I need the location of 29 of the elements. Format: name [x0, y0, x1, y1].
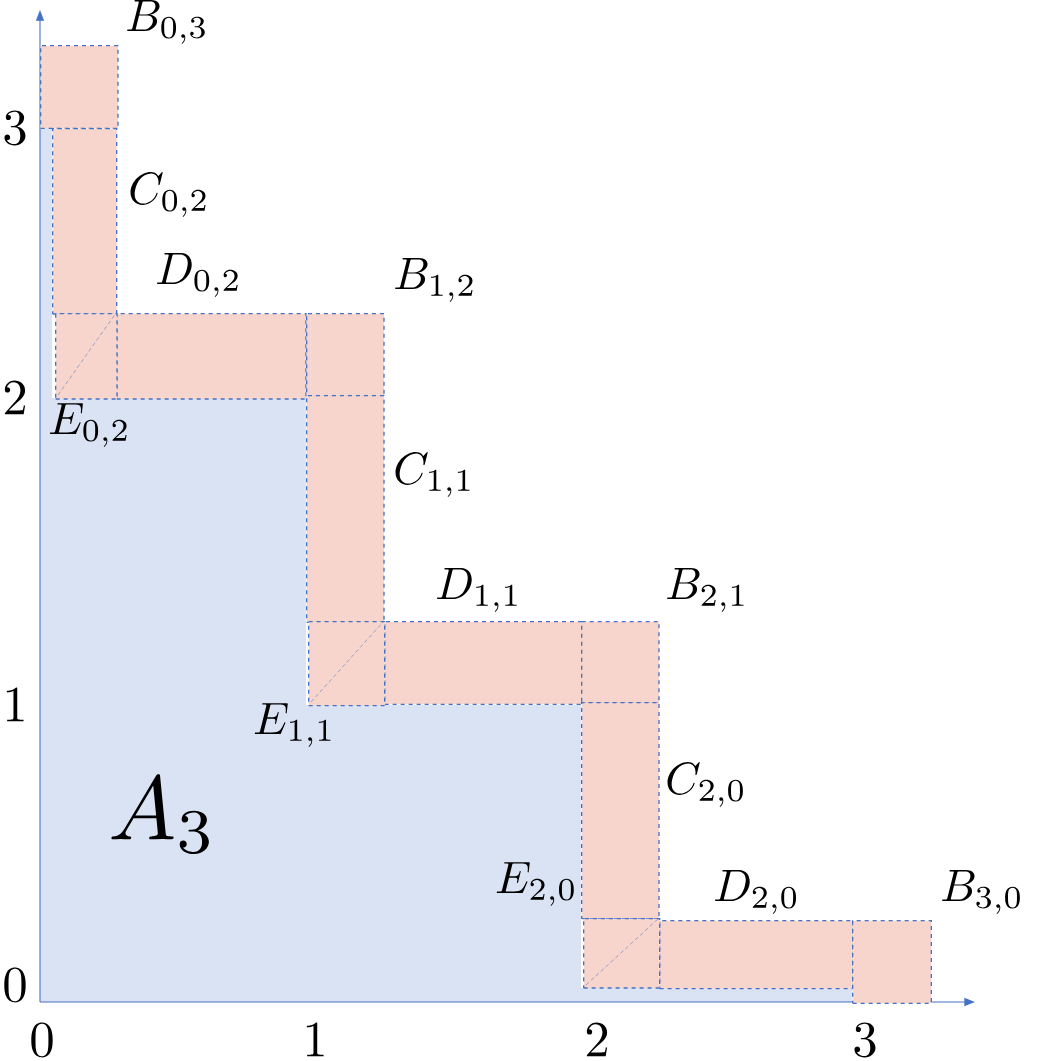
dashed-cell: $B_{2,1}$ [581, 568, 744, 704]
node-label: $B_{0,3}$ [127, 0, 205, 44]
node-label: $C_{1,1}$ [395, 452, 470, 497]
tick-label: $3$ [854, 1022, 876, 1058]
dashed-cell: $B_{0,3}$ [40, 0, 205, 129]
tick-label: $3$ [4, 110, 26, 146]
node-label: $B_{3,0}$ [942, 870, 1020, 914]
node-label: $C_{2,0}$ [667, 762, 743, 807]
tick-label: $2$ [586, 1022, 608, 1057]
dashed-cell: $B_{3,0}$ [852, 870, 1020, 1004]
node-label: $E_{1,1}$ [254, 703, 331, 747]
dashed-cell: $D_{2,0}$ [659, 870, 854, 990]
node-label: $E_{0,2}$ [49, 403, 127, 447]
node-label: $D_{0,2}$ [157, 253, 238, 297]
node-label: $D_{1,1}$ [437, 568, 517, 612]
dashed-cell: $E_{1,1}$ [254, 620, 386, 747]
node-label: $B_{1,2}$ [395, 258, 473, 302]
node-label: $B_{2,1}$ [667, 568, 744, 612]
tick-label: $1$ [6, 687, 24, 722]
tick-label: $1$ [306, 1022, 324, 1057]
dashed-cell: $B_{1,2}$ [306, 258, 473, 397]
tick-label: $0$ [4, 967, 26, 1003]
node-label: $E_{2,0}$ [496, 862, 574, 906]
node-label: $D_{2,0}$ [715, 870, 797, 914]
dashed-cell: $D_{1,1}$ [384, 568, 583, 705]
tick-label: $2$ [4, 380, 26, 415]
tick-label: $0$ [31, 1022, 53, 1058]
node-label: $C_{0,2}$ [130, 172, 206, 217]
dashed-cell: $E_{2,0}$ [496, 862, 661, 989]
